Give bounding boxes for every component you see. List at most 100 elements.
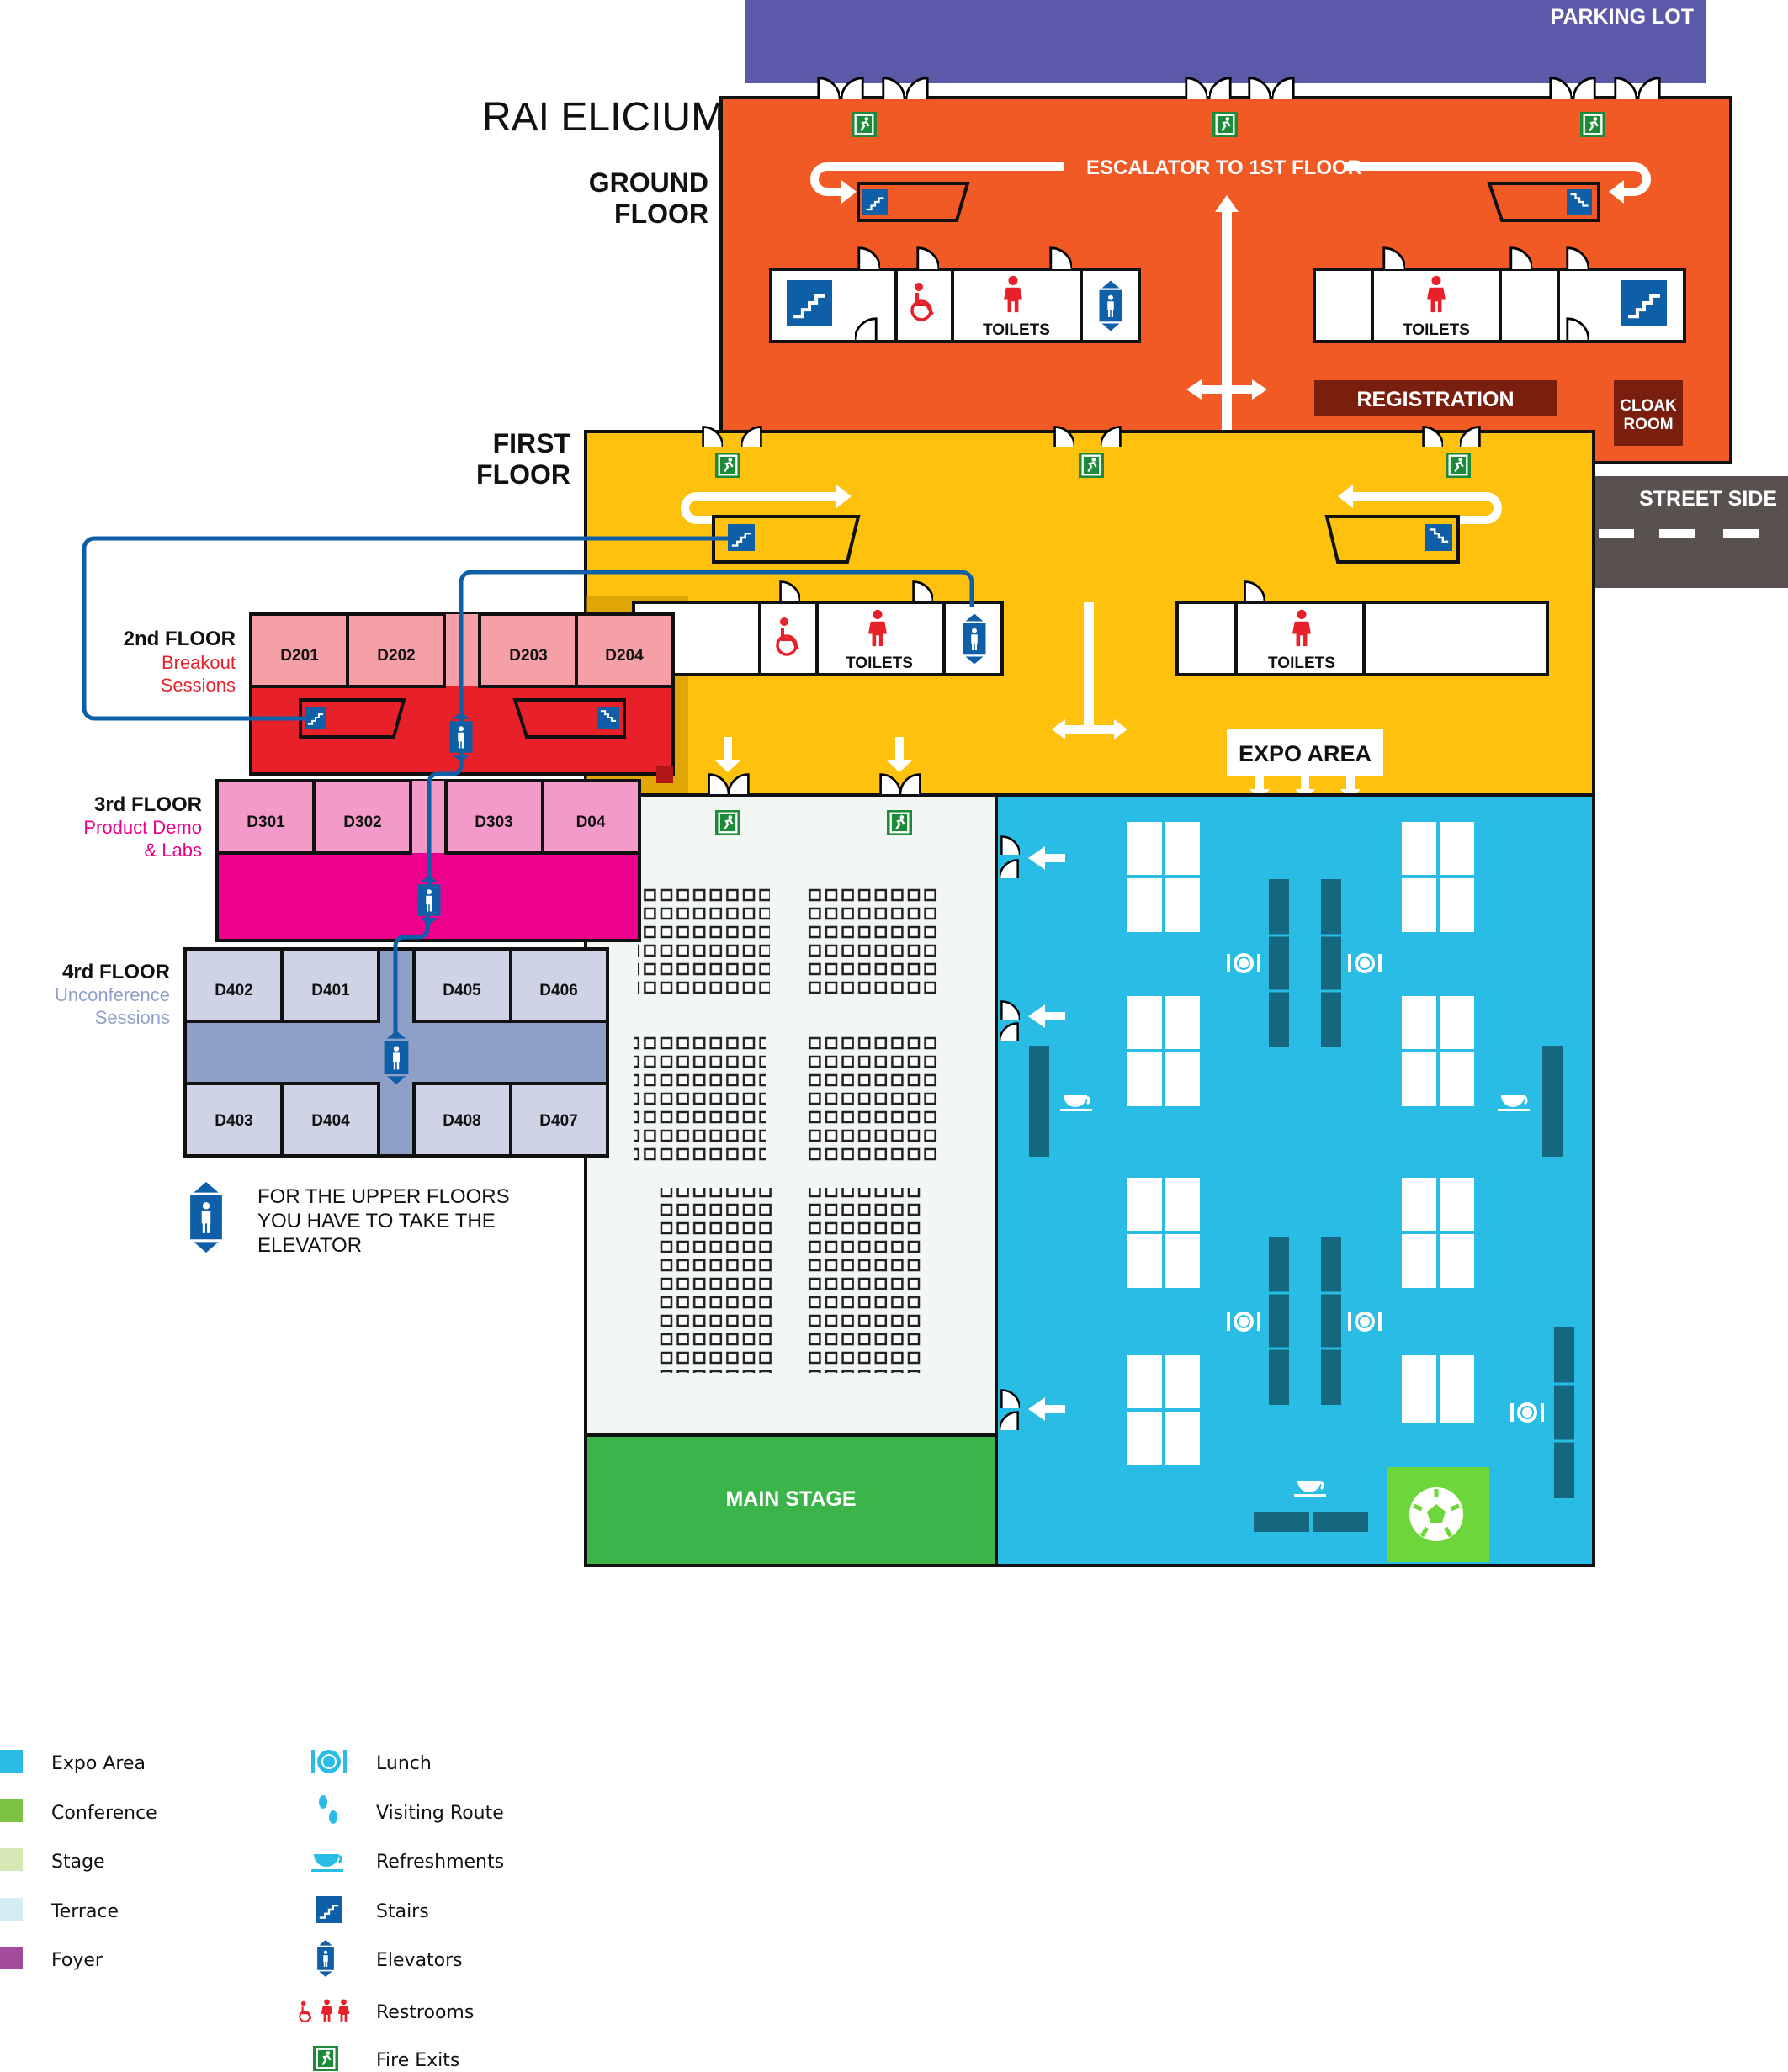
cloak-room-label-2: ROOM	[1623, 416, 1673, 433]
elevator-note-1: FOR THE UPPER FLOORS	[257, 1185, 510, 1208]
ground-floor: RAI ELICIUM GROUND FLOOR ESCALATOR TO 1S…	[482, 77, 1732, 464]
floor-4-title: 4rd FLOOR	[62, 961, 170, 983]
audience-seats	[634, 885, 940, 1373]
toilets-label: TOILETS	[1268, 654, 1335, 672]
ground-floor-label-2: FLOOR	[614, 199, 708, 229]
cup-icon	[311, 1854, 343, 1872]
room-d405: D405	[443, 982, 481, 999]
street: STREET SIDE	[1594, 476, 1788, 588]
fire-exit-icon	[852, 112, 877, 137]
expo-area	[995, 793, 1595, 1567]
fire-exit-icon	[715, 810, 740, 835]
floor-2-subtitle-2: Sessions	[161, 675, 236, 696]
floor-4: D402 D401 D405 D406 D403 D404 D408 D407 …	[55, 947, 609, 1158]
room-d201: D201	[280, 647, 319, 665]
legend-label-terrace: Terrace	[50, 1901, 119, 1922]
room-d406: D406	[539, 982, 577, 999]
room-d404: D404	[311, 1112, 350, 1130]
ground-restrooms-left: TOILETS	[769, 246, 1141, 343]
expo-booths	[1124, 819, 1478, 1469]
legend-label-elevators: Elevators	[376, 1950, 463, 1971]
floor-2-title: 2nd FLOOR	[124, 628, 236, 650]
room-d403: D403	[215, 1112, 252, 1130]
legend-label-stairs: Stairs	[376, 1901, 429, 1922]
floor-2: D201 D202 D203 D204 2nd FLOOR Breakout S…	[124, 612, 675, 783]
venue-name: RAI ELICIUM	[482, 95, 724, 140]
room-d203: D203	[509, 647, 547, 665]
floor-4-subtitle-1: Unconference	[55, 984, 170, 1005]
stairs-icon	[1621, 280, 1667, 326]
parking-lot-label: PARKING LOT	[1551, 5, 1694, 29]
room-d202: D202	[377, 647, 415, 665]
cloak-room-label-1: CLOAK	[1620, 397, 1677, 415]
room-d204: D204	[605, 647, 644, 665]
ground-restrooms-right: TOILETS	[1313, 246, 1686, 343]
fire-exit-icon	[1212, 112, 1238, 137]
fire-exit-icon	[313, 2046, 338, 2071]
first-floor-label-2: FLOOR	[476, 459, 570, 490]
street-side-label: STREET SIDE	[1639, 487, 1777, 511]
footprints-icon	[319, 1795, 337, 1824]
floor-4-subtitle-2: Sessions	[95, 1007, 170, 1028]
legend-label-expo: Expo Area	[51, 1753, 146, 1774]
stage-area: MAIN STAGE	[584, 773, 998, 1567]
registration-label: REGISTRATION	[1356, 388, 1514, 411]
main-stage	[584, 1433, 998, 1567]
legend-areas: Expo Area Conference Stage Terrace Foyer	[0, 1750, 157, 1971]
legend-swatch-terrace	[0, 1898, 23, 1921]
fire-exit-icon	[715, 453, 740, 478]
stairs-icon	[1425, 524, 1452, 551]
room-d04: D04	[576, 813, 606, 831]
lunch-icon	[311, 1750, 347, 1773]
toilets-label: TOILETS	[1403, 321, 1470, 339]
room-d303: D303	[475, 813, 512, 831]
legend-label-visiting-route: Visiting Route	[376, 1803, 504, 1824]
legend-label-lunch: Lunch	[376, 1753, 432, 1774]
fire-exit-icon	[1580, 112, 1605, 137]
legend-icons: Lunch Visiting Route Refreshments Stairs…	[299, 1750, 504, 2071]
room-d301: D301	[247, 813, 285, 831]
room-d401: D401	[311, 982, 350, 999]
stairs-icon	[728, 524, 755, 551]
elevator-icon	[963, 613, 986, 665]
escalator-route	[810, 162, 1651, 196]
legend-label-stage: Stage	[51, 1852, 105, 1873]
legend-swatch-conference	[0, 1799, 23, 1822]
parking-lot: PARKING LOT	[745, 0, 1706, 83]
room-d407: D407	[539, 1112, 577, 1130]
elevator-icon	[317, 1940, 334, 1977]
elevator-note-3: ELEVATOR	[257, 1234, 362, 1257]
football-icon	[1409, 1487, 1463, 1541]
elevator-icon	[417, 875, 441, 925]
fire-exit-icon	[887, 810, 912, 835]
room-d402: D402	[215, 982, 252, 999]
legend-swatch-stage	[0, 1848, 23, 1871]
legend-label-refreshments: Refreshments	[376, 1852, 504, 1873]
legend-label-conference: Conference	[51, 1803, 157, 1824]
restroom-icon	[299, 1999, 350, 2023]
legend-label-restrooms: Restrooms	[376, 2002, 474, 2023]
first-restrooms-left: TOILETS	[632, 580, 1004, 676]
expo-area-label: EXPO AREA	[1239, 741, 1372, 766]
elevator-route	[82, 536, 974, 1035]
cloak-room	[1614, 380, 1683, 446]
floor-3-title: 3rd FLOOR	[94, 793, 202, 816]
room-d302: D302	[343, 813, 381, 831]
registration-desk	[1314, 380, 1557, 416]
fire-exit-icon	[1079, 453, 1104, 478]
stairs-icon	[1567, 189, 1592, 215]
ground-floor-label-1: GROUND	[589, 167, 708, 198]
stairs-icon	[316, 1896, 342, 1923]
legend-swatch-foyer	[0, 1947, 23, 1969]
escalator-label: ESCALATOR TO 1ST FLOOR	[1086, 156, 1362, 179]
floor-2-subtitle-1: Breakout	[162, 652, 236, 673]
legend-label-foyer: Foyer	[51, 1950, 103, 1971]
elevator-icon	[190, 1182, 222, 1253]
stairs-icon	[787, 280, 832, 326]
expo-tables	[1029, 879, 1574, 1532]
legend-swatch-expo	[0, 1750, 23, 1773]
legend-label-fire-exits: Fire Exits	[376, 2050, 459, 2071]
elevator-icon	[449, 712, 473, 762]
toilets-label: TOILETS	[846, 654, 913, 672]
